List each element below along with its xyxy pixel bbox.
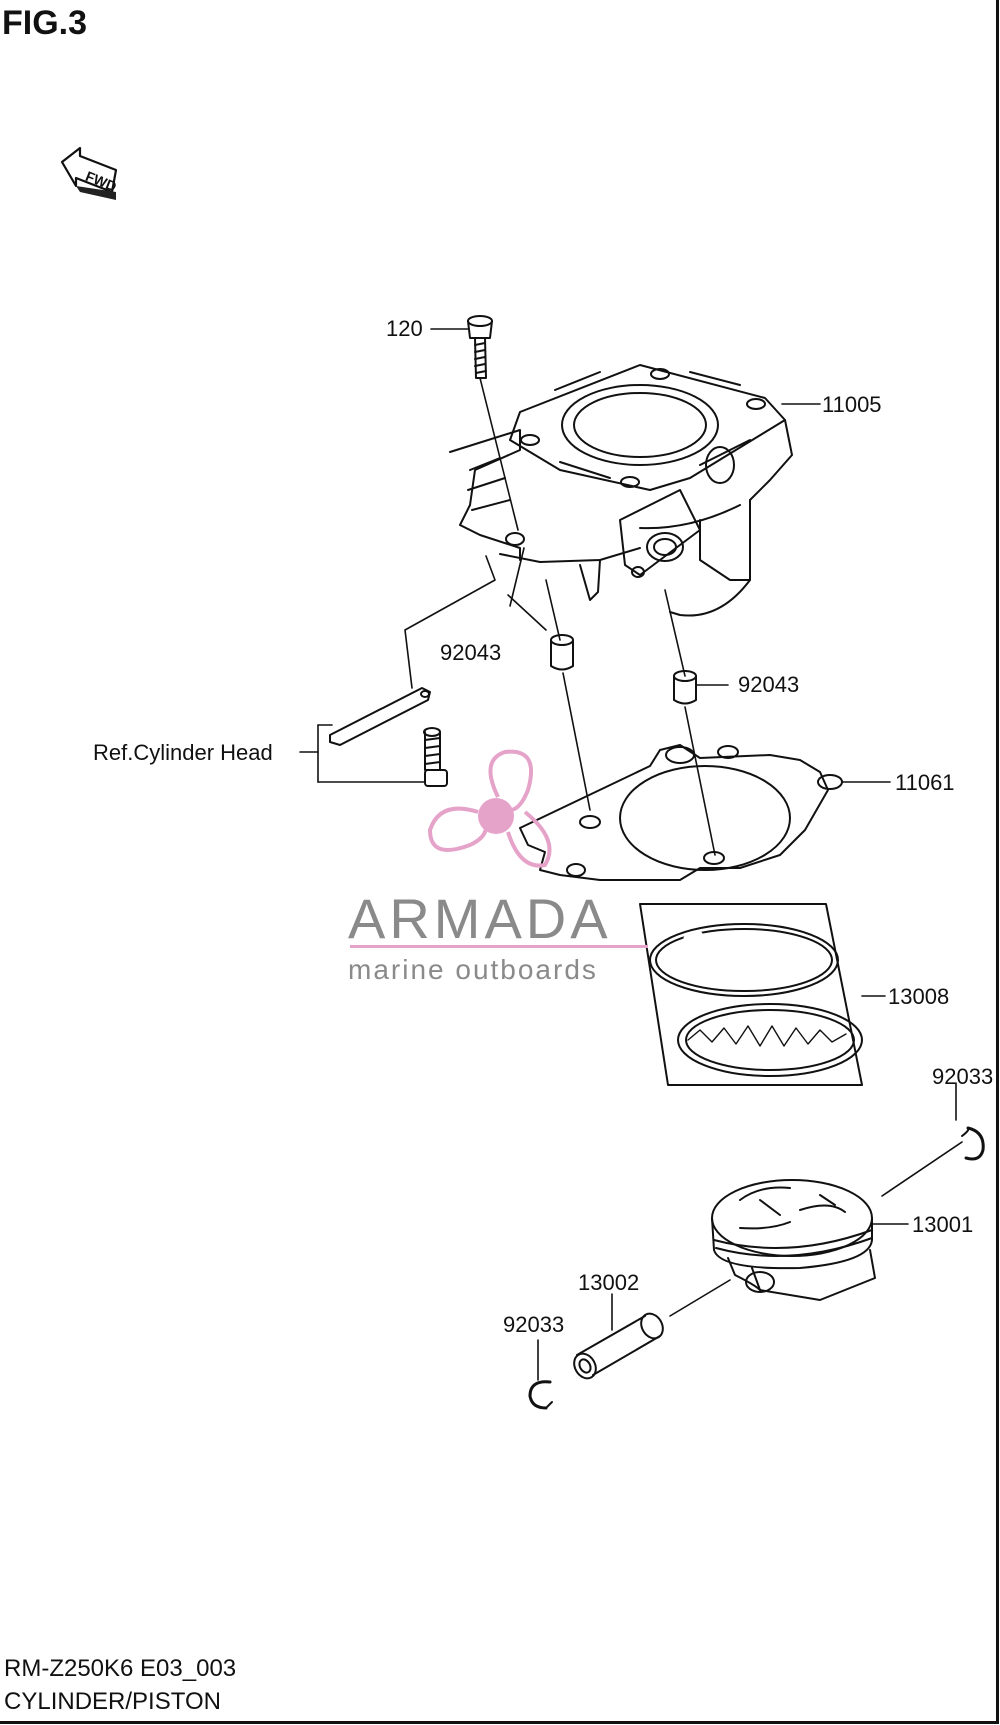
callout-92043-left: 92043: [440, 640, 501, 665]
callout-120: 120: [386, 316, 423, 341]
callout-11061: 11061: [895, 770, 955, 795]
callout-92043-right: 92043: [738, 672, 799, 697]
callout-92033-right: 92033: [932, 1064, 993, 1089]
cylinder-11005-shape: [449, 364, 793, 617]
callout-13008: 13008: [888, 984, 949, 1009]
propeller-logo-icon: [427, 749, 552, 868]
section-title: CYLINDER/PISTON: [4, 1688, 221, 1715]
watermark: ARMADA marine outboards: [348, 749, 648, 985]
callout-ref-cylinder-head: Ref.Cylinder Head: [93, 740, 273, 765]
circlip-left-shape: [528, 1380, 553, 1410]
circlip-right-shape: [961, 1126, 985, 1161]
dowel-pin-left-shape: [550, 634, 574, 671]
leader-lines: [299, 328, 963, 1381]
chain-guide-shape: [329, 687, 448, 787]
model-code: RM-Z250K6 E03_003: [4, 1655, 237, 1682]
callout-13001: 13001: [912, 1212, 973, 1237]
watermark-tagline: marine outboards: [348, 954, 598, 985]
piston-ring-set-shape: [639, 903, 863, 1086]
callout-92033-left: 92033: [503, 1312, 564, 1337]
piston-13001-shape: [711, 1179, 876, 1301]
gasket-11061-shape: [519, 744, 843, 881]
watermark-brand: ARMADA: [348, 887, 612, 950]
callout-11005: 11005: [822, 392, 882, 417]
callout-13002: 13002: [578, 1270, 639, 1295]
piston-pin-13002-shape: [573, 1312, 664, 1380]
bolt-120-shape: [467, 315, 493, 379]
forward-arrow-icon: FWD: [60, 146, 119, 200]
figure-title: FIG.3: [2, 4, 88, 42]
dowel-pin-right-shape: [673, 670, 697, 705]
